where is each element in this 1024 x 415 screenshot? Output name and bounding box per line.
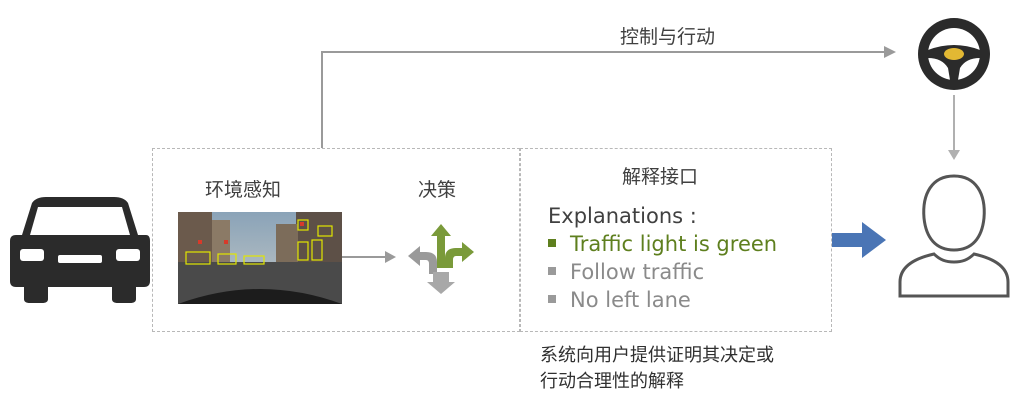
explanation-item-3: No left lane xyxy=(548,288,691,312)
explanation-text: Follow traffic xyxy=(570,260,705,284)
bullet-icon xyxy=(548,267,556,275)
street-scene-image xyxy=(178,212,342,304)
blue-arrow xyxy=(832,222,886,258)
perception-decision-box xyxy=(152,148,520,332)
explanation-text: No left lane xyxy=(570,288,691,312)
explanation-item-1: Traffic light is green xyxy=(548,232,777,256)
bullet-icon xyxy=(548,295,556,303)
car-icon xyxy=(10,197,150,303)
explanation-item-2: Follow traffic xyxy=(548,260,704,284)
caption-line-1: 系统向用户提供证明其决定或 xyxy=(540,345,774,366)
user-icon xyxy=(898,174,1010,298)
interface-label: 解释接口 xyxy=(622,166,699,188)
decision-label: 决策 xyxy=(418,179,457,201)
direction-arrows-icon xyxy=(408,224,474,294)
explanation-interface-box xyxy=(520,148,832,332)
explanation-text: Traffic light is green xyxy=(570,232,778,256)
steering-wheel-icon xyxy=(918,18,990,90)
caption-line-2: 行动合理性的解释 xyxy=(540,371,684,392)
explanations-heading: Explanations : xyxy=(548,204,697,228)
top-arrow-label: 控制与行动 xyxy=(620,26,716,48)
bullet-icon xyxy=(548,239,556,247)
perception-label: 环境感知 xyxy=(205,179,282,201)
